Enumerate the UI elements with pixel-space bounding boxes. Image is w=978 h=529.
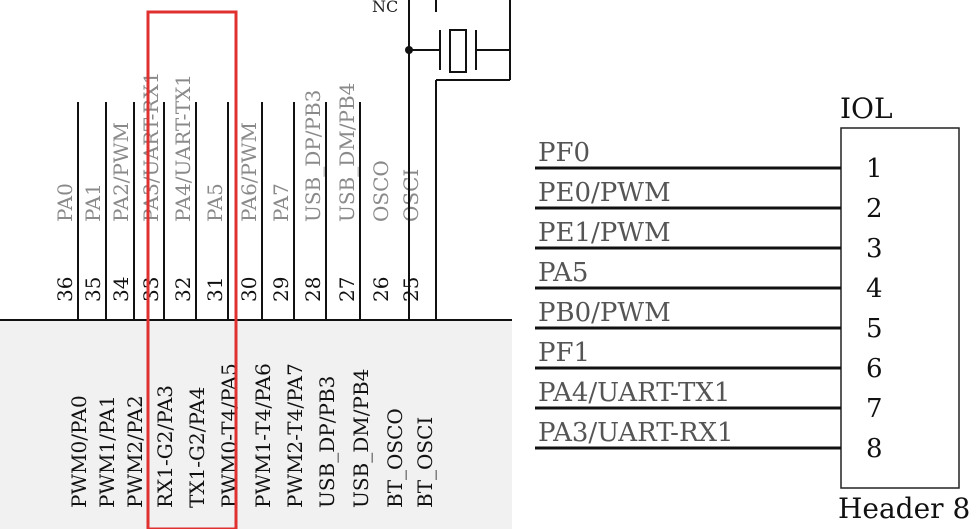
header-pin-number: 7	[866, 394, 883, 424]
header-pin-net-label: PE0/PWM	[538, 178, 671, 208]
header-pin: PA4/UART-TX1 7	[535, 378, 883, 424]
ic-pin-function-label: RX1-G2/PA3	[153, 385, 177, 508]
ic-pin-number: 36	[53, 277, 77, 302]
ic-pin-number: 29	[269, 277, 293, 302]
ic-pin-number: 32	[171, 277, 195, 302]
header-pin: PF0 1	[535, 138, 883, 184]
ic-pin-number: 26	[369, 277, 393, 302]
header-pin-net-label: PF0	[538, 138, 590, 168]
header-pin-net-label: PB0/PWM	[538, 298, 671, 328]
header-pin: PA5 4	[535, 258, 883, 304]
ic-body	[0, 320, 512, 529]
ic-body-right-strip	[512, 0, 526, 529]
ic-pin-number: 33	[139, 277, 163, 302]
header-pin-number: 6	[866, 354, 883, 384]
header-pin-net-label: PF1	[538, 338, 590, 368]
ic-pin-number: 28	[301, 277, 325, 302]
ic-pin-function-label: USB_DM/PB4	[349, 369, 373, 508]
ic-pin-net-label: PA4/UART-TX1	[171, 74, 195, 222]
ic-pin-net-label: OSCI	[399, 169, 423, 222]
ic-pin-net-label: USB_DP/PB3	[301, 90, 325, 222]
ic-pin-function-label: TX1-G2/PA4	[185, 387, 209, 508]
header-pin: PF1 6	[535, 338, 883, 384]
ic-pin-function-label: PWM1/PA1	[95, 395, 119, 508]
ic-pin-number: 25	[399, 277, 423, 302]
ic-pin-net-label: PA6/PWM	[237, 122, 261, 222]
ic-pin-net-label: OSCO	[369, 160, 393, 222]
ic-pin-number: 34	[109, 277, 133, 302]
ic-pin-function-label: BT_OSCO	[383, 408, 407, 508]
header-pin-number: 2	[866, 194, 883, 224]
header-pin: PB0/PWM 5	[535, 298, 883, 344]
ic-pin-net-label: PA3/UART-RX1	[139, 72, 163, 222]
ic-pin-function-label: PWM0/PA0	[67, 395, 91, 508]
header-pin-net-label: PA3/UART-RX1	[538, 418, 734, 448]
ic-pin-number: 30	[237, 277, 261, 302]
header-pin: PE1/PWM 3	[535, 218, 883, 264]
ic-pin-function-label: PWM2/PA2	[123, 395, 147, 508]
ic-pin-function-label: USB_DP/PB3	[315, 376, 339, 508]
header-pin-number: 8	[866, 434, 883, 464]
header-connector: IOL Header 8 PF01PE0/PWM2PE1/PWM3PA54PB0…	[535, 92, 970, 525]
ic-pin-function-label: PWM1-T4/PA6	[251, 363, 275, 508]
nc-label: NC	[372, 0, 398, 16]
crystal-circuit	[408, 0, 511, 320]
ic-pin-net-label: PA7	[269, 183, 293, 222]
junction-dot	[405, 46, 413, 54]
ic-pin-number: 35	[81, 277, 105, 302]
ic-pin-net-label: PA2/PWM	[109, 122, 133, 222]
ic-pin-number: 31	[203, 277, 227, 302]
ic-pin-function-label: PWM2-T4/PA7	[283, 363, 307, 508]
header-pin: PE0/PWM 2	[535, 178, 883, 224]
header-pin-net-label: PA4/UART-TX1	[538, 378, 730, 408]
ic-pin-function-label: BT_OSCI	[413, 417, 437, 508]
header-pin-net-label: PA5	[538, 258, 588, 288]
header-pin-number: 4	[866, 274, 883, 304]
header-pin-group: PF01PE0/PWM2PE1/PWM3PA54PB0/PWM5PF16PA4/…	[535, 138, 883, 464]
ic-pin-net-label: USB_DM/PB4	[335, 83, 359, 222]
ic-pin-net-label: PA0	[53, 183, 77, 222]
header-name: Header 8	[838, 492, 970, 525]
ic-pin-net-label: PA1	[81, 183, 105, 222]
header-title: IOL	[840, 92, 893, 125]
crystal-body	[449, 29, 467, 73]
header-pin-number: 3	[866, 234, 883, 264]
ic-pin-number: 27	[335, 277, 359, 302]
header-pin: PA3/UART-RX1 8	[535, 418, 883, 464]
header-pin-number: 5	[866, 314, 883, 344]
header-pin-net-label: PE1/PWM	[538, 218, 671, 248]
header-body	[840, 127, 960, 489]
highlight-box	[146, 10, 238, 529]
header-pin-number: 1	[866, 154, 883, 184]
ic-pin-net-label: PA5	[203, 183, 227, 222]
